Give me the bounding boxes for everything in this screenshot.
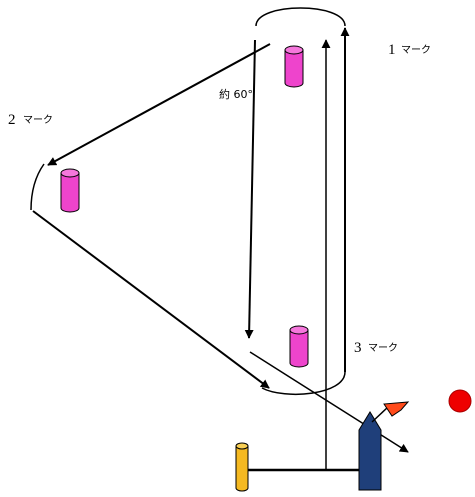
pin-end-buoy: [235, 442, 249, 492]
finish-leg: [249, 351, 409, 453]
mark1-rounding-arc: [255, 7, 346, 27]
committee-boat: [358, 411, 382, 491]
mark1-label-text: マーク: [401, 44, 431, 56]
mark2-rounding-arc: [30, 163, 45, 211]
mark3-rounding-arc: [261, 371, 346, 396]
mark2-buoy: [60, 168, 80, 213]
mark3-label-text: マーク: [368, 342, 398, 354]
run-leg: [244, 39, 256, 339]
red-ball-mark: [448, 389, 472, 413]
mark3-buoy: [289, 325, 309, 368]
reach-leg-2: [32, 210, 270, 389]
mark3-label-number: 3: [354, 340, 362, 356]
committee-flag: [371, 401, 410, 423]
mark2-label-text: マーク: [23, 114, 53, 126]
mark1-label-number: 1: [388, 42, 396, 58]
mark1-buoy: [284, 45, 304, 88]
angle-label: 約 60°: [219, 87, 253, 101]
mark2-label-number: 2: [8, 112, 16, 128]
reach-leg-1: [47, 43, 271, 166]
